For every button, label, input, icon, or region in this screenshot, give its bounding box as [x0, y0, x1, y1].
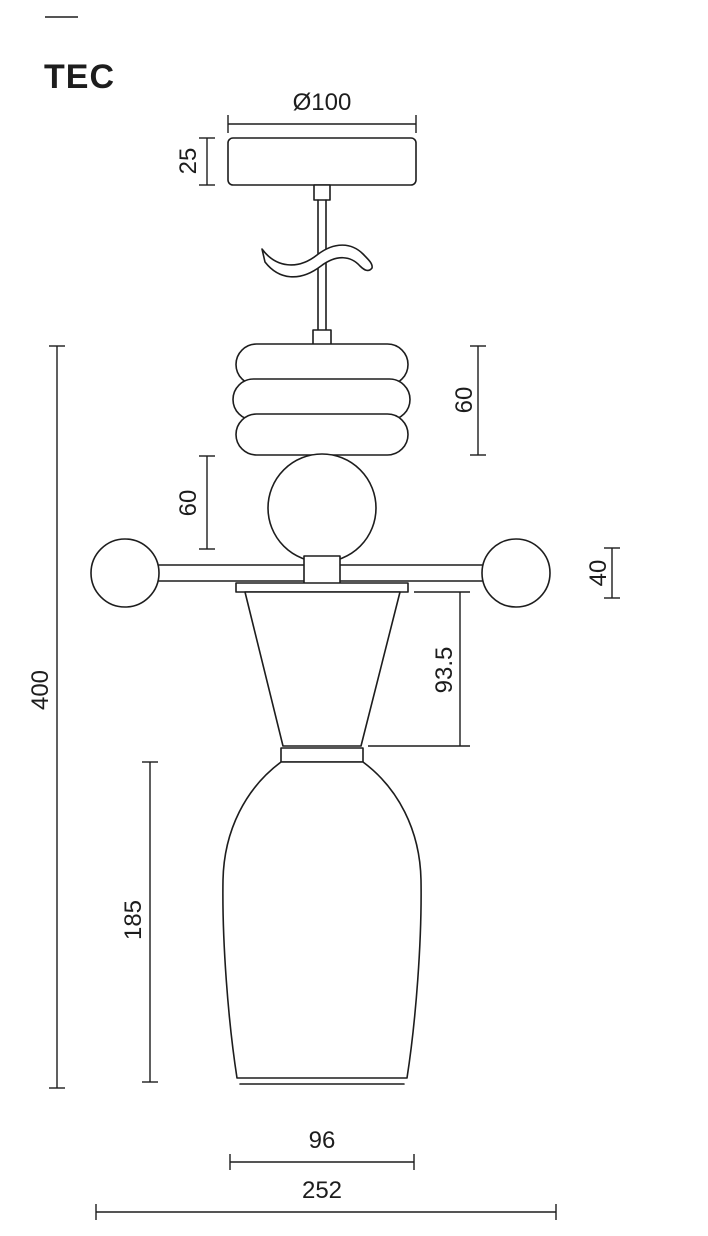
label-bead-stack-height: 60	[451, 387, 478, 414]
dim-canopy-height	[199, 137, 215, 186]
dim-cone	[368, 591, 470, 747]
label-canopy-height: 25	[175, 148, 202, 175]
label-arm-thickness: 40	[585, 560, 612, 587]
label-cone-height: 93.5	[431, 647, 458, 694]
dim-shade-bottom-width	[229, 1154, 415, 1170]
cone-rim	[235, 582, 409, 593]
linework	[45, 16, 620, 1220]
bead-stack	[232, 343, 411, 456]
label-overall-height: 400	[27, 670, 54, 710]
cone-diffuser	[244, 591, 401, 747]
product-title: TEC	[44, 58, 115, 96]
power-cable-wave	[261, 244, 373, 278]
ceiling-canopy	[227, 137, 417, 186]
dim-bead-stack	[470, 345, 486, 456]
dim-canopy-diameter	[227, 115, 417, 133]
arm-sphere-left	[90, 538, 160, 608]
arm-sphere-right	[481, 538, 551, 608]
label-overall-width: 252	[302, 1177, 342, 1204]
dim-arm	[604, 547, 620, 599]
label-shade-bottom-width: 96	[309, 1127, 336, 1154]
dim-shade	[142, 761, 158, 1083]
label-sphere-height: 60	[175, 490, 202, 517]
label-shade-height: 185	[120, 900, 147, 940]
socket-band	[280, 747, 364, 763]
center-sphere	[267, 453, 377, 563]
label-canopy-diameter: Ø100	[293, 89, 352, 116]
labels: TEC Ø100 25 60 60 40 93.5 185 400 96 252	[27, 58, 612, 1204]
rod-top-connector	[313, 184, 331, 201]
glass-shade	[222, 761, 422, 1079]
dim-overall-height	[49, 345, 65, 1089]
dim-overall-width	[95, 1204, 557, 1220]
bead-bottom	[235, 413, 409, 456]
dim-sphere	[199, 455, 215, 550]
